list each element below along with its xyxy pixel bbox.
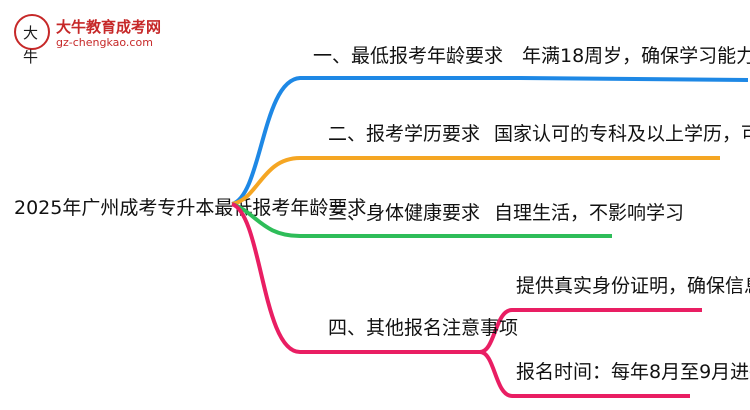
branch-4-child-1-connector: [479, 308, 702, 354]
branch-2-label: 二、报考学历要求: [328, 123, 480, 145]
branch-3-label: 三、身体健康要求: [328, 202, 480, 224]
branch-1-label: 一、最低报考年龄要求: [313, 45, 503, 67]
logo-badge-icon: 大牛: [14, 14, 50, 66]
branch-4-connector: [230, 202, 480, 354]
branch-1-child-connector: [519, 76, 749, 82]
branch-4-label: 四、其他报名注意事项: [328, 317, 518, 339]
site-logo[interactable]: 大牛 大牛教育成考网 gz-chengkao.com: [14, 14, 204, 66]
branch-4-child-2: 报名时间：每年8月至9月进行: [516, 361, 750, 383]
logo-badge-glyph: 大牛: [23, 24, 39, 66]
branch-1-child-1: 年满18周岁，确保学习能力和自我管理能力: [522, 45, 750, 67]
branch-4-child-2-connector: [479, 350, 690, 398]
branch-2-connector: [231, 156, 490, 206]
branch-3-child-1: 自理生活，不影响学习: [494, 202, 684, 224]
branch-2-child-1: 国家认可的专科及以上学历，可跨专业报考: [494, 123, 750, 145]
logo-url: gz-chengkao.com: [56, 36, 153, 49]
branch-4-child-1: 提供真实身份证明，确保信息准确: [516, 275, 750, 297]
root-topic: 2025年广州成考专升本最低报考年龄要求: [14, 197, 366, 219]
branch-1-connector: [231, 76, 520, 206]
logo-name: 大牛教育成考网: [56, 18, 162, 36]
